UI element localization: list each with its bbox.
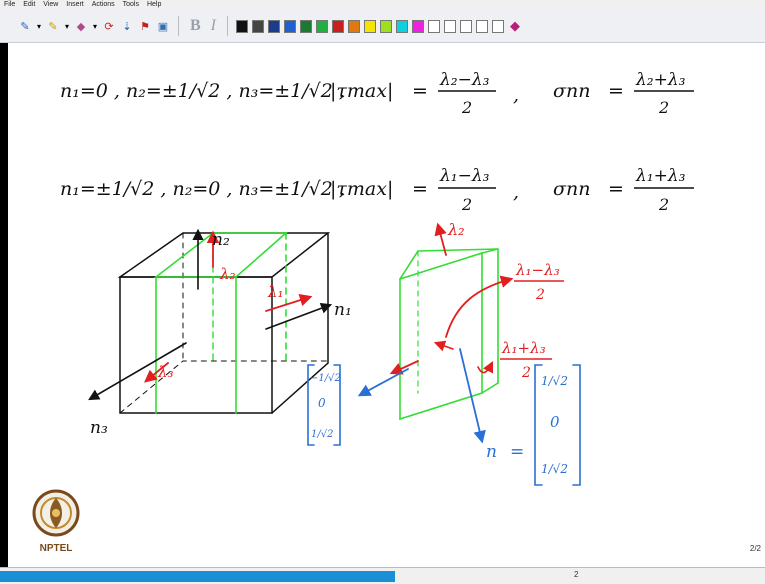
left-margin-bar <box>0 43 8 573</box>
axis-n1-label: n₁ <box>334 300 352 320</box>
line1-equals-2: = <box>608 80 624 102</box>
vec-left-entry-2: 0 <box>318 396 326 410</box>
axis-n3-label: n₃ <box>90 418 108 438</box>
color-swatch-4[interactable] <box>284 19 296 33</box>
line1-tau-max: |τmax| <box>330 80 393 102</box>
color-swatches <box>234 19 506 33</box>
cube-left-labels: n₂ n₁ n₃ λ₂ λ₁ λ₃ <box>90 230 352 438</box>
color-swatch-13[interactable] <box>428 19 440 33</box>
normal-denominator: 2 <box>521 365 531 381</box>
equation-line-2: n₁=±1/√2 , n₂=0 , n₃=±1/√2 , |τmax| = λ₁… <box>60 166 694 214</box>
color-swatch-16[interactable] <box>476 19 488 33</box>
line2-comma: , <box>513 181 519 203</box>
toolbar-separator <box>227 16 234 36</box>
line1-conditions: n₁=0 , n₂=±1/√2 , n₃=±1/√2 , <box>60 80 345 102</box>
color-swatch-3[interactable] <box>268 19 280 33</box>
color-swatch-6[interactable] <box>316 19 328 33</box>
line2-equals-2: = <box>608 178 624 200</box>
line1-sigma-nn: σnn <box>553 80 590 102</box>
color-swatch-2[interactable] <box>252 19 264 33</box>
line1-sigma-denominator: 2 <box>658 98 669 117</box>
lasso-icon[interactable]: ⟳ <box>104 20 114 33</box>
lambda2-label: λ₂ <box>219 265 236 283</box>
shear-denominator: 2 <box>535 287 545 303</box>
line1-comma: , <box>513 84 519 106</box>
pen-icon[interactable]: ✎ <box>20 20 30 33</box>
equation-line-1: n₁=0 , n₂=±1/√2 , n₃=±1/√2 , |τmax| = λ₂… <box>60 70 694 117</box>
menu-file[interactable]: File <box>4 1 16 8</box>
line1-sigma-numerator: λ₂+λ₃ <box>635 70 686 90</box>
line2-sigma-nn: σnn <box>553 178 590 200</box>
vec-left-entry-3: 1/√2 <box>311 429 333 440</box>
color-swatch-7[interactable] <box>332 19 344 33</box>
color-swatch-9[interactable] <box>364 19 376 33</box>
line2-tau-denominator: 2 <box>461 195 472 214</box>
normal-equals: = <box>510 442 524 462</box>
prism-right-labels: λ₂ λ₁−λ₃ 2 λ₁+λ₃ 2 −1/√2 0 1/√2 n = 1/√2… <box>310 220 568 476</box>
menu-bar: File Edit View Insert Actions Tools Help <box>0 0 765 10</box>
menu-help[interactable]: Help <box>146 1 162 8</box>
menu-tools[interactable]: Tools <box>122 1 139 8</box>
color-swatch-5[interactable] <box>300 19 312 33</box>
color-swatch-11[interactable] <box>396 19 408 33</box>
insert-space-icon[interactable]: ⇣ <box>122 20 132 33</box>
status-progress-bar <box>0 571 395 582</box>
tool-dropdown-icon[interactable]: ▾ <box>36 21 41 31</box>
color-swatch-14[interactable] <box>444 19 456 33</box>
line1-equals: = <box>412 80 428 102</box>
italic-button[interactable]: I <box>210 17 216 34</box>
shear-numerator: λ₁−λ₃ <box>515 261 560 279</box>
vec-left-entry-1: −1/√2 <box>310 373 341 384</box>
cube-diagram-left <box>88 228 333 414</box>
axis-n2-label: n₂ <box>212 230 230 250</box>
tool-group: ✎ ▾ ✎ ▾ ◆ ▾ ⟳ ⇣ ⚑ ▣ <box>16 19 172 33</box>
vec-right-entry-1: 1/√2 <box>541 374 568 388</box>
status-bar: 2 <box>0 567 765 584</box>
color-swatch-10[interactable] <box>380 19 392 33</box>
line2-sigma-denominator: 2 <box>658 195 669 214</box>
vec-right-entry-2: 0 <box>550 413 560 431</box>
page-indicator: 2/2 <box>749 544 761 553</box>
color-picker-icon[interactable]: ◆ <box>510 18 520 33</box>
normal-n-label: n <box>486 442 497 462</box>
bold-button[interactable]: B <box>190 17 201 34</box>
line2-tau-max: |τmax| <box>330 178 393 200</box>
lambda3-label: λ₃ <box>157 363 174 381</box>
ink-canvas[interactable]: n₁=0 , n₂=±1/√2 , n₃=±1/√2 , |τmax| = λ₂… <box>8 43 765 565</box>
status-page-number: 2 <box>574 570 579 579</box>
color-swatch-15[interactable] <box>460 19 472 33</box>
logo-text: NPTEL <box>40 543 73 554</box>
line1-tau-denominator: 2 <box>461 98 472 117</box>
menu-edit[interactable]: Edit <box>23 1 36 8</box>
menu-actions[interactable]: Actions <box>91 1 115 8</box>
flag-icon[interactable]: ⚑ <box>140 20 150 33</box>
image-icon[interactable]: ▣ <box>157 20 169 33</box>
highlighter-icon[interactable]: ✎ <box>48 20 58 33</box>
normal-numerator: λ₁+λ₃ <box>501 339 546 357</box>
toolbar: ✎ ▾ ✎ ▾ ◆ ▾ ⟳ ⇣ ⚑ ▣ B I ◆ <box>0 10 765 43</box>
vec-right-entry-3: 1/√2 <box>541 462 568 476</box>
line2-equals: = <box>412 178 428 200</box>
color-swatch-8[interactable] <box>348 19 360 33</box>
line1-tau-numerator: λ₂−λ₃ <box>439 70 490 90</box>
nptel-logo: NPTEL <box>28 485 84 557</box>
line2-conditions: n₁=±1/√2 , n₂=0 , n₃=±1/√2 , <box>60 178 345 200</box>
line2-sigma-numerator: λ₁+λ₃ <box>635 166 686 186</box>
eraser-icon[interactable]: ◆ <box>76 20 86 33</box>
color-swatch-12[interactable] <box>412 19 424 33</box>
prism-lambda2-label: λ₂ <box>447 220 465 239</box>
color-swatch-1[interactable] <box>236 19 248 33</box>
tool-dropdown-icon[interactable]: ▾ <box>92 21 97 31</box>
menu-insert[interactable]: Insert <box>66 1 84 8</box>
color-swatch-17[interactable] <box>492 19 504 33</box>
lambda1-label: λ₁ <box>267 283 284 301</box>
menu-view[interactable]: View <box>43 1 59 8</box>
tool-dropdown-icon[interactable]: ▾ <box>64 21 69 31</box>
toolbar-separator <box>178 16 185 36</box>
line2-tau-numerator: λ₁−λ₃ <box>439 166 490 186</box>
prism-diagram-right <box>307 222 581 486</box>
